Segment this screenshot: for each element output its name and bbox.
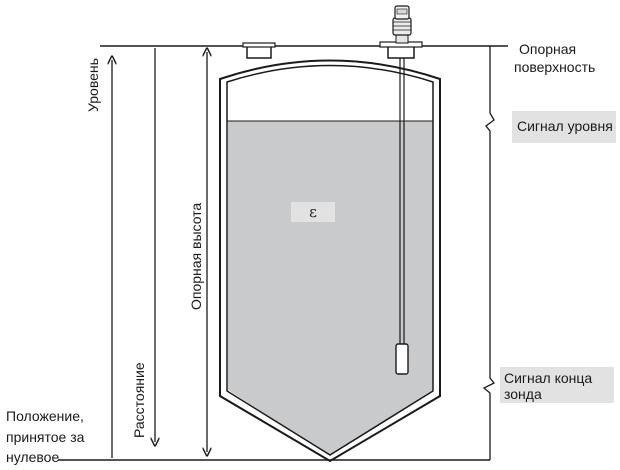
tank-outer-wall	[219, 59, 441, 463]
tank-inner-wall	[226, 64, 434, 456]
distance-label: Расстояние	[131, 362, 147, 438]
liquid-fill	[228, 121, 433, 455]
reference-surface-label-1: Опорная	[519, 41, 576, 57]
probe-end-signal-label-2: зонда	[504, 386, 542, 402]
reference-height-label: Опорная высота	[188, 203, 204, 310]
probe-end-signal-label-1: Сигнал конца	[504, 370, 592, 386]
zero-position-label-1: Положение,	[6, 408, 84, 424]
left-nozzle-flange	[242, 42, 276, 48]
left-nozzle	[246, 45, 272, 59]
zero-position-label-2: принятое за	[6, 429, 85, 445]
level-sensor	[392, 5, 412, 44]
epsilon-box	[291, 202, 335, 222]
level-signal-box	[512, 111, 616, 143]
zero-position-label-3: нулевое	[6, 449, 59, 465]
level-label: Уровень	[85, 58, 101, 112]
sensor-nozzle	[387, 45, 415, 59]
epsilon-symbol: ε	[309, 203, 317, 221]
signal-trace	[482, 46, 496, 460]
level-signal-label: Сигнал уровня	[517, 118, 613, 134]
probe-weight	[395, 343, 409, 375]
reference-surface-label-2: поверхность	[514, 59, 595, 75]
probe-end-signal-box	[500, 367, 614, 403]
